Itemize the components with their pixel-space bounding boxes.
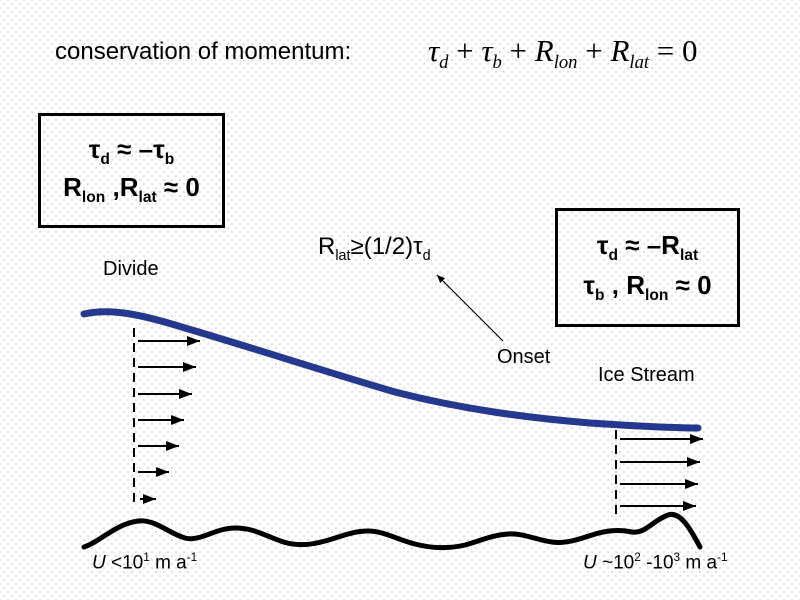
label-ice-stream: Ice Stream: [598, 364, 695, 386]
annotation-arrow-icon: [436, 274, 504, 342]
label-onset: Onset: [497, 346, 551, 368]
label-divide: Divide: [103, 258, 159, 280]
bed-line: [81, 511, 703, 550]
ice-surface-curve: [80, 308, 702, 432]
ice-stream-velocity-arrows: [620, 434, 703, 511]
momentum-equation: τd + τb + Rlon + Rlat = 0: [428, 33, 698, 74]
stream-regime-line1: τd ≈ –Rlat: [596, 230, 699, 265]
stream-regime-line2: τb , Rlon ≈ 0: [583, 269, 712, 304]
velocity-right-label: U ~102 -103 m a-1: [583, 551, 728, 574]
onset-relation-formula: Rlat≥(1/2)τd: [318, 233, 431, 264]
velocity-left-label: U <101 m a-1: [92, 551, 198, 574]
divide-regime-box: τd ≈ –τb Rlon ,Rlat ≈ 0: [38, 113, 225, 228]
divide-regime-line2: Rlon ,Rlat ≈ 0: [63, 171, 200, 206]
divide-regime-line1: τd ≈ –τb: [88, 134, 175, 169]
stream-regime-box: τd ≈ –Rlat τb , Rlon ≈ 0: [555, 208, 740, 327]
divide-velocity-arrows: [138, 336, 200, 504]
slide-title: conservation of momentum:: [55, 38, 352, 65]
